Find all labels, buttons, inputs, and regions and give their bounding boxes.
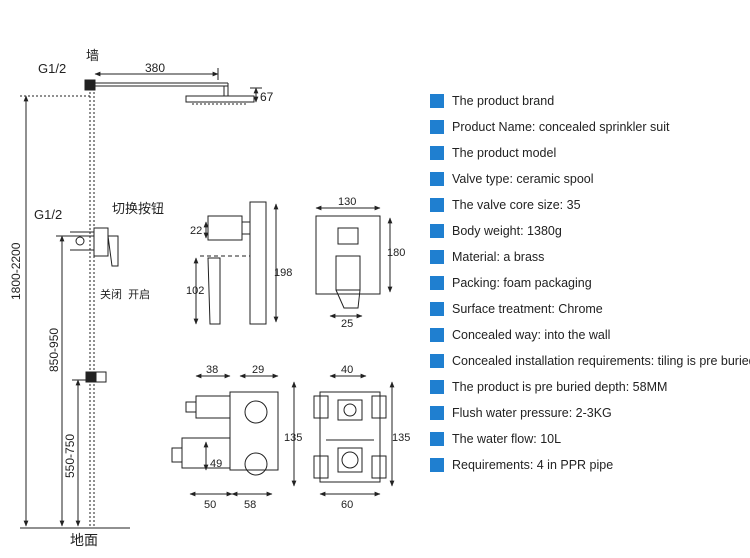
- side-dim-22: 22: [190, 225, 202, 237]
- arm-length-label: 380: [145, 61, 165, 75]
- spec-text: Product Name: concealed sprinkler suit: [452, 120, 670, 134]
- mixer-valve: [93, 227, 109, 257]
- side-dim-102: 102: [186, 285, 204, 297]
- floor-label: 地面: [70, 532, 98, 548]
- thread-mid-label: G1/2: [34, 207, 62, 222]
- height-low-label: 550-750: [63, 434, 77, 478]
- square-bullet-icon: [430, 172, 444, 186]
- mixer-side-view: [193, 201, 279, 325]
- square-bullet-icon: [430, 120, 444, 134]
- valve-dim-38: 38: [206, 364, 218, 376]
- spec-item: The water flow: 10L: [430, 426, 750, 452]
- valve-front-dim-40: 40: [341, 364, 353, 376]
- technical-drawing: 墙 G1/2 380 67 G1/2 切换按钮 关闭 开启 1800-2200 …: [9, 48, 410, 548]
- square-bullet-icon: [430, 458, 444, 472]
- spec-item: Packing: foam packaging: [430, 270, 750, 296]
- side-dim-198: 198: [274, 267, 292, 279]
- valve-dim-135: 135: [284, 432, 302, 444]
- valve-front-dim-135: 135: [392, 432, 410, 444]
- height-mid-label: 850-950: [47, 328, 61, 372]
- head-height-label: 67: [260, 90, 274, 104]
- wall-label: 墙: [86, 48, 99, 63]
- square-bullet-icon: [430, 328, 444, 342]
- thread-top-label: G1/2: [38, 61, 66, 76]
- off-on-label: 关闭 开启: [100, 287, 150, 301]
- spec-text: Flush water pressure: 2-3KG: [452, 406, 612, 420]
- spec-text: Requirements: 4 in PPR pipe: [452, 458, 614, 472]
- spec-text: The valve core size: 35: [452, 198, 581, 212]
- valve-body-front-view: [313, 373, 395, 497]
- spec-text: Concealed installation requirements: til…: [452, 354, 750, 368]
- spec-item: Requirements: 4 in PPR pipe: [430, 452, 750, 478]
- spec-item: Flush water pressure: 2-3KG: [430, 400, 750, 426]
- valve-dim-58: 58: [244, 499, 256, 511]
- square-bullet-icon: [430, 94, 444, 108]
- square-bullet-icon: [430, 146, 444, 160]
- spec-item: The product model: [430, 140, 750, 166]
- mixer-front-view: [315, 205, 393, 319]
- spec-item: Body weight: 1380g: [430, 218, 750, 244]
- front-dim-180: 180: [387, 247, 405, 259]
- spec-item: Concealed installation requirements: til…: [430, 348, 750, 374]
- square-bullet-icon: [430, 224, 444, 238]
- spec-list: The product brand Product Name: conceale…: [430, 88, 750, 478]
- spec-item: The valve core size: 35: [430, 192, 750, 218]
- square-bullet-icon: [430, 302, 444, 316]
- spec-text: Concealed way: into the wall: [452, 328, 611, 342]
- square-bullet-icon: [430, 250, 444, 264]
- front-dim-130: 130: [338, 196, 356, 208]
- valve-dim-29: 29: [252, 364, 264, 376]
- spec-text: Valve type: ceramic spool: [452, 172, 594, 186]
- square-bullet-icon: [430, 354, 444, 368]
- spec-text: The product model: [452, 146, 557, 160]
- spec-text: Material: a brass: [452, 250, 545, 264]
- valve-body-side-view: [171, 373, 297, 497]
- switch-label: 切换按钮: [112, 201, 164, 216]
- spec-text: The water flow: 10L: [452, 432, 562, 446]
- spec-item: Surface treatment: Chrome: [430, 296, 750, 322]
- spec-item: Valve type: ceramic spool: [430, 166, 750, 192]
- spec-text: The product brand: [452, 94, 555, 108]
- square-bullet-icon: [430, 406, 444, 420]
- spec-text: The product is pre buried depth: 58MM: [452, 380, 668, 394]
- square-bullet-icon: [430, 198, 444, 212]
- spec-item: Concealed way: into the wall: [430, 322, 750, 348]
- square-bullet-icon: [430, 432, 444, 446]
- valve-dim-49: 49: [210, 458, 222, 470]
- spec-item: Material: a brass: [430, 244, 750, 270]
- front-dim-25: 25: [341, 318, 353, 330]
- installation-diagram: [20, 68, 262, 529]
- spec-item: The product is pre buried depth: 58MM: [430, 374, 750, 400]
- spec-text: Surface treatment: Chrome: [452, 302, 603, 316]
- spec-text: Packing: foam packaging: [452, 276, 592, 290]
- square-bullet-icon: [430, 276, 444, 290]
- shower-head: [185, 95, 255, 103]
- valve-dim-50: 50: [204, 499, 216, 511]
- height-total-label: 1800-2200: [9, 242, 23, 300]
- spec-item: The product brand: [430, 88, 750, 114]
- valve-front-dim-60: 60: [341, 499, 353, 511]
- spec-item: Product Name: concealed sprinkler suit: [430, 114, 750, 140]
- spec-text: Body weight: 1380g: [452, 224, 562, 238]
- square-bullet-icon: [430, 380, 444, 394]
